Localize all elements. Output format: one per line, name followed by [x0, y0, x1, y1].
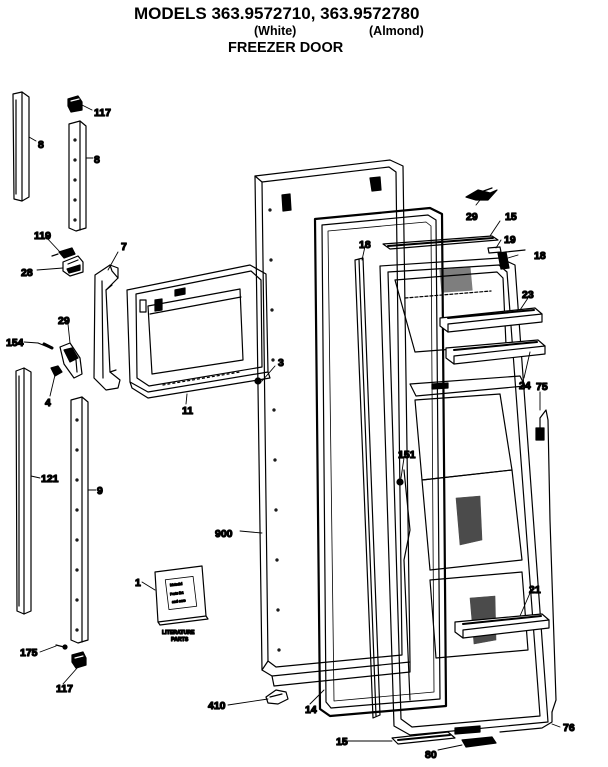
callout-18-right: 18	[534, 250, 546, 262]
callout-4: 4	[45, 397, 51, 409]
callout-151: 151	[398, 449, 416, 461]
leader-lines	[23, 104, 561, 751]
clip-part-29-top	[465, 187, 498, 201]
callout-117-bottom: 117	[56, 683, 73, 695]
callout-175: 175	[20, 647, 38, 659]
callout-18-left: 18	[359, 239, 371, 251]
literature-label: LITERATURE	[162, 630, 195, 636]
callout-19: 19	[504, 234, 516, 246]
outer-door-panel-part-900	[254, 159, 411, 687]
button-part-410	[265, 689, 289, 705]
callout-21: 21	[529, 584, 541, 596]
cap-strip-part-15-bottom	[391, 731, 456, 745]
hinge-part-119	[51, 247, 76, 259]
callout-29-left: 29	[58, 315, 70, 327]
white-variant-label: (White)	[254, 24, 297, 38]
callout-121: 121	[41, 473, 59, 485]
parts-label: PARTS	[171, 637, 189, 643]
control-panel-part-11	[126, 264, 271, 399]
booklet-cover-line-1: Material	[170, 582, 183, 588]
callout-75: 75	[536, 381, 548, 393]
screw-part-154	[37, 342, 54, 350]
clip-part-4	[50, 365, 63, 377]
callout-11: 11	[182, 405, 193, 417]
callout-3: 3	[278, 357, 284, 369]
cap-part-80	[461, 736, 497, 748]
section-title: FREEZER DOOR	[228, 40, 344, 56]
shelf-rail-part-23	[439, 307, 543, 333]
callout-119: 119	[34, 230, 51, 242]
booklet-cover-line-2: Parts list	[170, 591, 184, 597]
callout-900: 900	[215, 528, 233, 540]
trim-strip-part-8-left	[12, 91, 30, 202]
bracket-part-19	[487, 246, 502, 254]
door-handle-part-7	[93, 264, 121, 391]
callout-7: 7	[121, 241, 127, 253]
callout-24: 24	[519, 380, 531, 392]
pin-part-175	[55, 644, 68, 650]
hinge-bracket-part-117-top	[67, 95, 83, 113]
breaker-strip-part-18	[354, 257, 381, 719]
hinge-strip-part-8	[68, 120, 87, 232]
trim-strip-part-121	[15, 367, 32, 615]
callout-117-top: 117	[94, 107, 111, 119]
callout-410: 410	[208, 700, 226, 712]
literature-booklet-part-1: Material Parts list and care	[154, 565, 209, 626]
hinge-bracket-part-117-bottom	[71, 651, 87, 669]
models-title: MODELS 363.9572710, 363.9572780	[134, 4, 420, 23]
door-gasket-part-14	[313, 206, 448, 718]
callout-29-top: 29	[466, 211, 478, 223]
callout-154: 154	[6, 337, 24, 349]
shelf-rail-part-21	[454, 613, 550, 639]
callout-80: 80	[425, 749, 437, 761]
wire-part-76	[499, 711, 553, 733]
hinge-part-28-top	[62, 255, 84, 277]
shelf-rail-part-24	[445, 339, 546, 365]
callout-15-top: 15	[505, 211, 517, 223]
heater-wire-part-75	[535, 409, 557, 713]
cap-strip-part-15-top	[382, 235, 499, 250]
callout-15-bottom: 15	[336, 736, 348, 748]
callout-9: 9	[97, 485, 103, 497]
handle-mount-part-28	[59, 342, 83, 379]
callout-23: 23	[522, 289, 534, 301]
callout-1: 1	[135, 577, 141, 589]
callout-76: 76	[563, 722, 575, 734]
clip-part-151	[396, 478, 404, 486]
hinge-strip-part-9	[70, 396, 89, 644]
callout-14: 14	[305, 704, 317, 716]
callout-8-right: 8	[94, 154, 100, 166]
breaker-strip-part-18-right	[497, 249, 526, 270]
booklet-cover-line-3: and care	[172, 599, 186, 605]
callout-8-left: 8	[38, 139, 44, 151]
callout-28-top: 28	[21, 267, 33, 279]
diagram-header: MODELS 363.9572710, 363.9572780 (White) …	[0, 0, 608, 62]
almond-variant-label: (Almond)	[369, 24, 424, 38]
